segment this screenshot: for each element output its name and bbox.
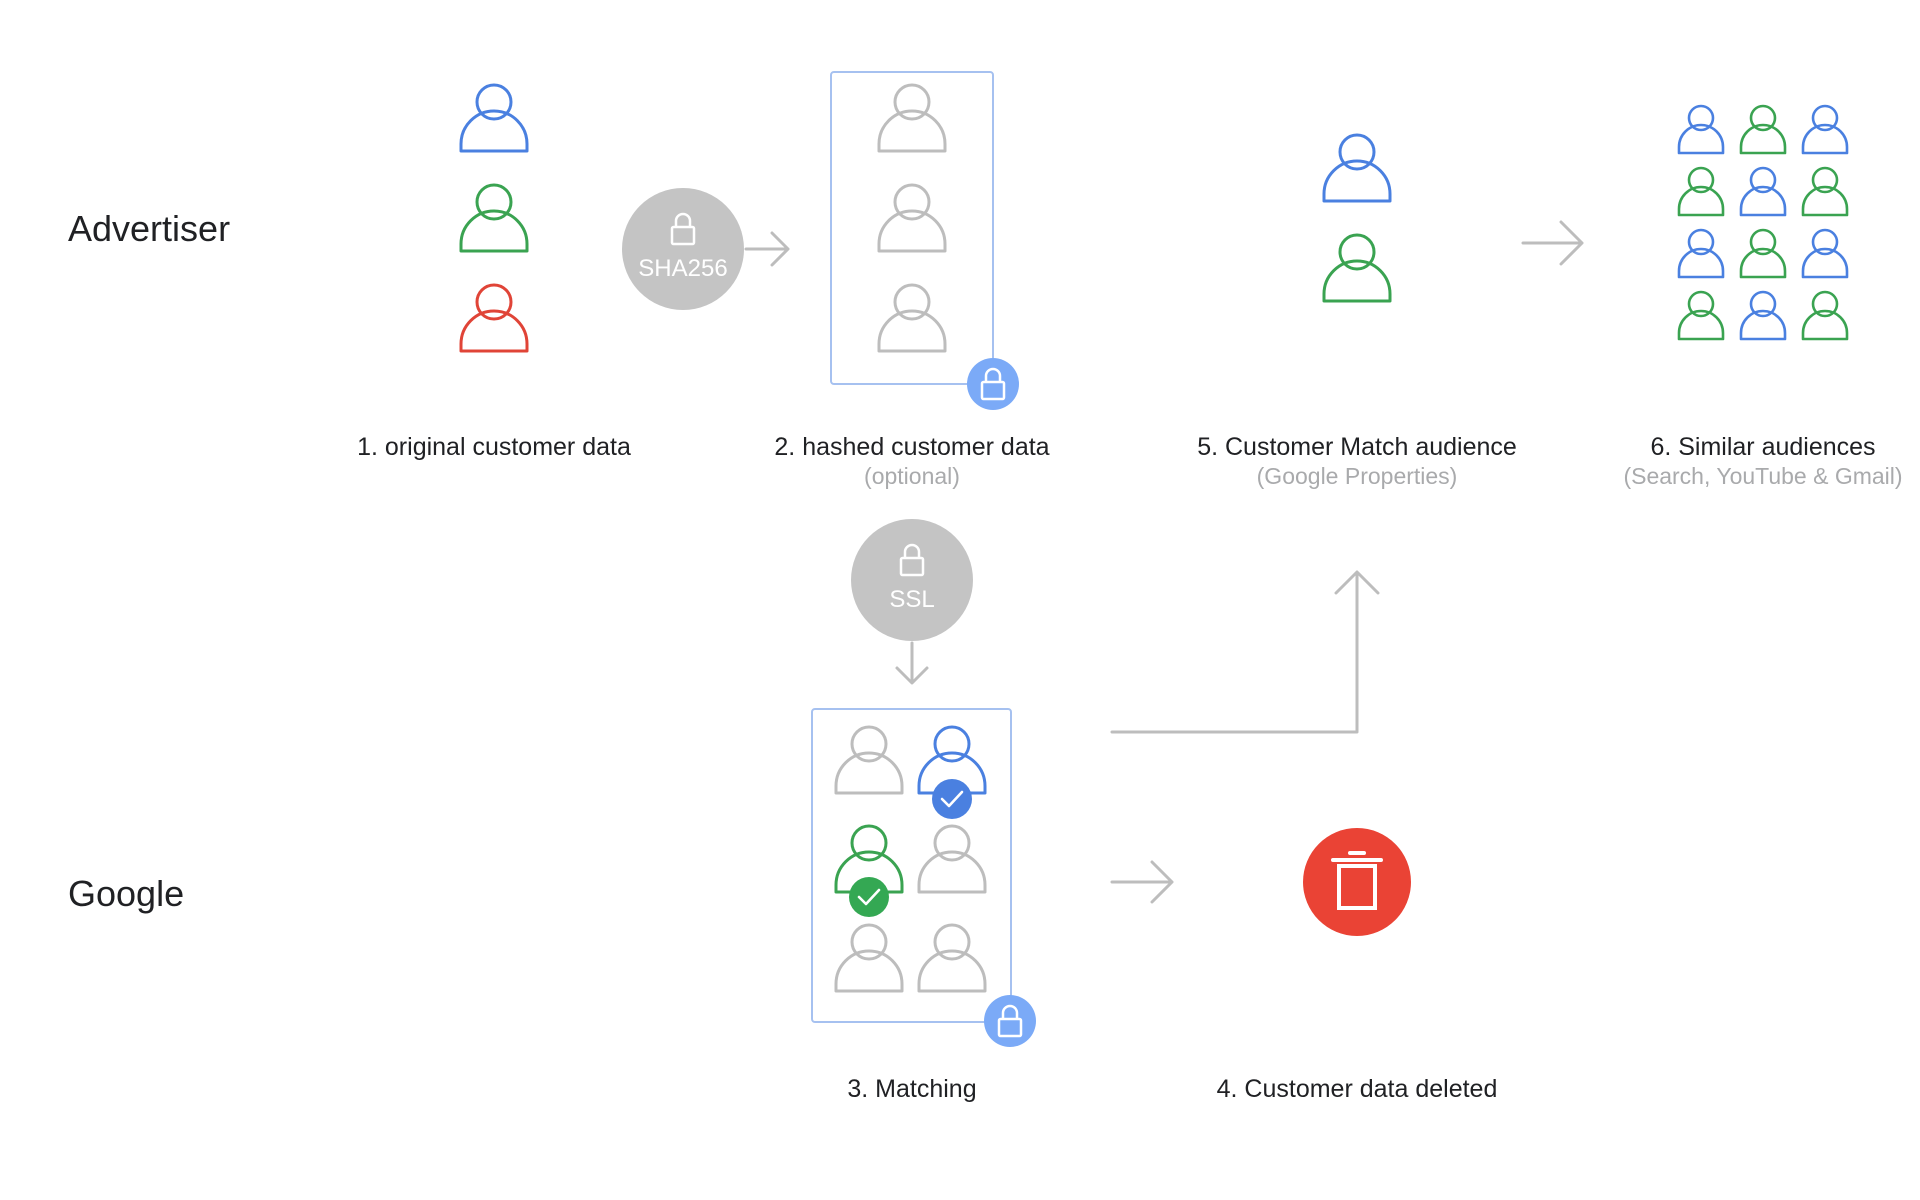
hashed-data-frame <box>830 71 994 385</box>
step6-sublabel: (Search, YouTube & Gmail) <box>1623 463 1902 489</box>
person-icon <box>459 83 529 153</box>
step5-sublabel: (Google Properties) <box>1257 463 1458 489</box>
check-icon <box>849 877 889 917</box>
trash-badge <box>1303 828 1411 936</box>
person-icon <box>1322 233 1392 303</box>
step3-label: 3. Matching <box>847 1075 976 1103</box>
arrow-icon <box>744 231 790 267</box>
matching <box>811 708 1036 1047</box>
person-icon <box>1801 104 1849 155</box>
ssl-badge-text: SSL <box>889 586 934 613</box>
lock-badge <box>967 358 1019 410</box>
arrow-icon <box>895 641 929 685</box>
sha256-badge-text: SHA256 <box>638 255 727 282</box>
hashed-customer-data <box>830 71 1019 410</box>
arrow-icon <box>1521 220 1584 266</box>
row-label-advertiser: Advertiser <box>68 208 230 249</box>
person-icon <box>1739 290 1787 341</box>
person-icon <box>1801 290 1849 341</box>
person-icon <box>459 283 529 353</box>
original-customer-data <box>459 83 529 353</box>
customer-match-audience <box>1322 133 1392 303</box>
person-icon <box>1677 166 1725 217</box>
person-icon <box>1677 290 1725 341</box>
person-icon <box>1801 228 1849 279</box>
step5-label: 5. Customer Match audience <box>1197 433 1517 461</box>
person-icon <box>1677 104 1725 155</box>
step2-sublabel: (optional) <box>864 463 960 489</box>
arrow-icon <box>1110 860 1174 904</box>
sha256-badge: SHA256 <box>622 188 744 310</box>
row-label-google: Google <box>68 873 184 914</box>
person-icon <box>1739 166 1787 217</box>
person-icon <box>459 183 529 253</box>
ssl-badge: SSL <box>851 519 973 641</box>
trash-icon <box>1331 851 1383 910</box>
lock-badge <box>984 995 1036 1047</box>
step4-label: 4. Customer data deleted <box>1217 1075 1498 1103</box>
step6-label: 6. Similar audiences <box>1650 433 1875 461</box>
person-icon <box>1739 104 1787 155</box>
step2-label: 2. hashed customer data <box>774 433 1049 461</box>
check-icon <box>932 779 972 819</box>
person-icon <box>1677 228 1725 279</box>
step1-label: 1. original customer data <box>357 433 631 461</box>
person-icon <box>1322 133 1392 203</box>
similar-audiences <box>1677 104 1849 341</box>
person-icon <box>1739 228 1787 279</box>
arrow-icon <box>1110 570 1380 734</box>
person-icon <box>1801 166 1849 217</box>
